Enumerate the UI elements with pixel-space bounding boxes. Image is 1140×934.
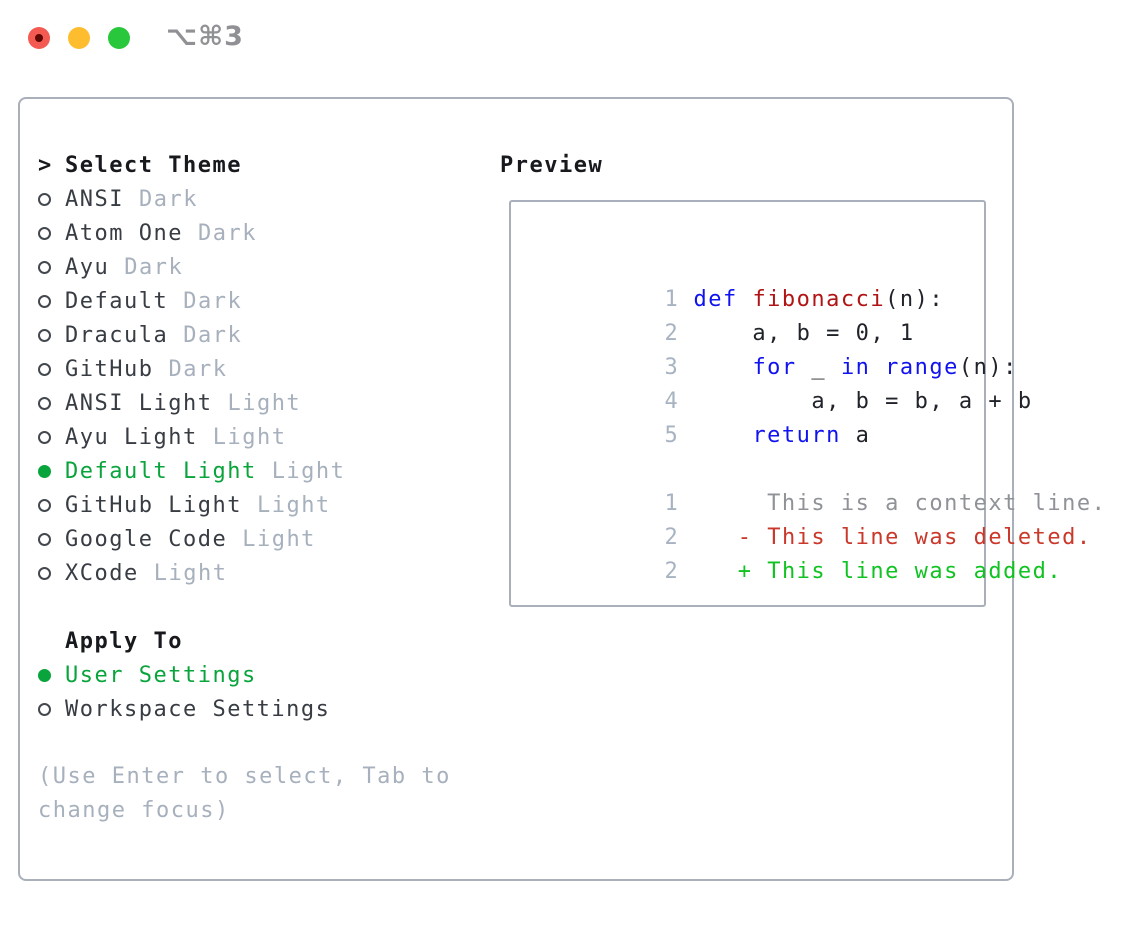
line-number: 3: [664, 355, 680, 380]
code-token: (n):: [958, 355, 1018, 380]
select-theme-header: > Select Theme: [38, 148, 451, 182]
close-button[interactable]: [28, 27, 50, 49]
code-token: [693, 355, 752, 380]
theme-option-ayu-dark[interactable]: Ayu Dark: [38, 250, 451, 284]
theme-option-atom-one-dark[interactable]: Atom One Dark: [38, 216, 451, 250]
prompt-icon: >: [38, 152, 53, 178]
code-line: 5 return a: [517, 385, 984, 448]
radio-unselected-icon: [38, 294, 51, 308]
page-title: Select Theme: [65, 152, 242, 178]
theme-option-dracula-dark[interactable]: Dracula Dark: [38, 318, 451, 352]
code-token: return: [752, 423, 841, 448]
code-token: [693, 525, 737, 550]
spacer: [38, 726, 451, 760]
code-token: - This line was deleted.: [737, 525, 1092, 550]
radio-unselected-icon: [38, 260, 51, 274]
radio-unselected-icon: [38, 702, 51, 716]
radio-unselected-icon: [38, 430, 51, 444]
code-token: for: [752, 355, 797, 380]
radio-unselected-icon: [38, 498, 51, 512]
code-token: This is a context line.: [693, 491, 1107, 516]
code-token: a: [840, 423, 871, 448]
hint-text: (Use Enter to select, Tab to change focu…: [38, 764, 451, 823]
zoom-button[interactable]: [108, 27, 130, 49]
radio-unselected-icon: [38, 362, 51, 376]
diff-deleted-line: 2 - This line was deleted.: [517, 487, 1090, 550]
theme-option-default-light[interactable]: Default Light Light: [38, 454, 451, 488]
code-token: fibonacci: [752, 287, 886, 312]
code-line: 2 a, b = 0, 1: [517, 283, 984, 346]
code-token: a, b = 0, 1: [693, 321, 915, 346]
apply-option-user-settings[interactable]: User Settings: [38, 658, 451, 692]
line-number: 1: [664, 287, 680, 312]
code-token: in range: [840, 355, 959, 380]
radio-unselected-icon: [38, 532, 51, 546]
code-token: [693, 423, 752, 448]
line-number: 5: [664, 423, 680, 448]
radio-selected-icon: [38, 464, 51, 478]
theme-option-google-code[interactable]: Google Code Light: [38, 522, 451, 556]
code-token: + This line was added.: [737, 559, 1063, 584]
radio-unselected-icon: [38, 328, 51, 342]
line-number: 2: [664, 321, 680, 346]
radio-selected-icon: [38, 668, 51, 682]
code-token: [693, 559, 737, 584]
theme-option-github-dark[interactable]: GitHub Dark: [38, 352, 451, 386]
diff-added-line: 2 + This line was added.: [517, 521, 1060, 584]
line-number: 1: [664, 491, 680, 516]
spacer: [38, 590, 451, 624]
radio-unselected-icon: [38, 396, 51, 410]
theme-option-default-dark[interactable]: Default Dark: [38, 284, 451, 318]
radio-unselected-icon: [38, 566, 51, 580]
theme-picker-panel: > Select Theme ANSI Dark Atom One Dark A…: [18, 97, 1105, 881]
line-number: 4: [664, 389, 680, 414]
line-number: 2: [664, 525, 680, 550]
theme-option-ansi-light[interactable]: ANSI Light Light: [38, 386, 451, 420]
code-line: 3 for _ in range(n):: [517, 317, 1016, 380]
code-line: 4 a, b = b, a + b: [517, 351, 1031, 414]
line-number: 2: [664, 559, 680, 584]
code-token: (n):: [885, 287, 945, 312]
diff-context-line: 1 This is a context line.: [517, 453, 1104, 516]
theme-list: > Select Theme ANSI Dark Atom One Dark A…: [38, 148, 451, 828]
radio-unselected-icon: [38, 226, 51, 240]
preview-title: Preview: [500, 152, 604, 178]
window-title: ⌥⌘3: [166, 21, 244, 52]
apply-to-header: Apply To: [65, 628, 183, 654]
radio-unselected-icon: [38, 192, 51, 206]
theme-option-xcode[interactable]: XCode Light: [38, 556, 451, 590]
code-line: 1 def fibonacci(n):: [517, 249, 984, 312]
titlebar: ⌥⌘3: [0, 0, 1140, 76]
code-token: a, b = b, a + b: [693, 389, 1033, 414]
minimize-button[interactable]: [68, 27, 90, 49]
theme-option-ansi-dark[interactable]: ANSI Dark: [38, 182, 451, 216]
code-token: _: [796, 355, 841, 380]
theme-option-ayu-light[interactable]: Ayu Light Light: [38, 420, 451, 454]
code-token: def: [693, 287, 753, 312]
apply-option-workspace-settings[interactable]: Workspace Settings: [38, 692, 451, 726]
theme-option-github-light[interactable]: GitHub Light Light: [38, 488, 451, 522]
